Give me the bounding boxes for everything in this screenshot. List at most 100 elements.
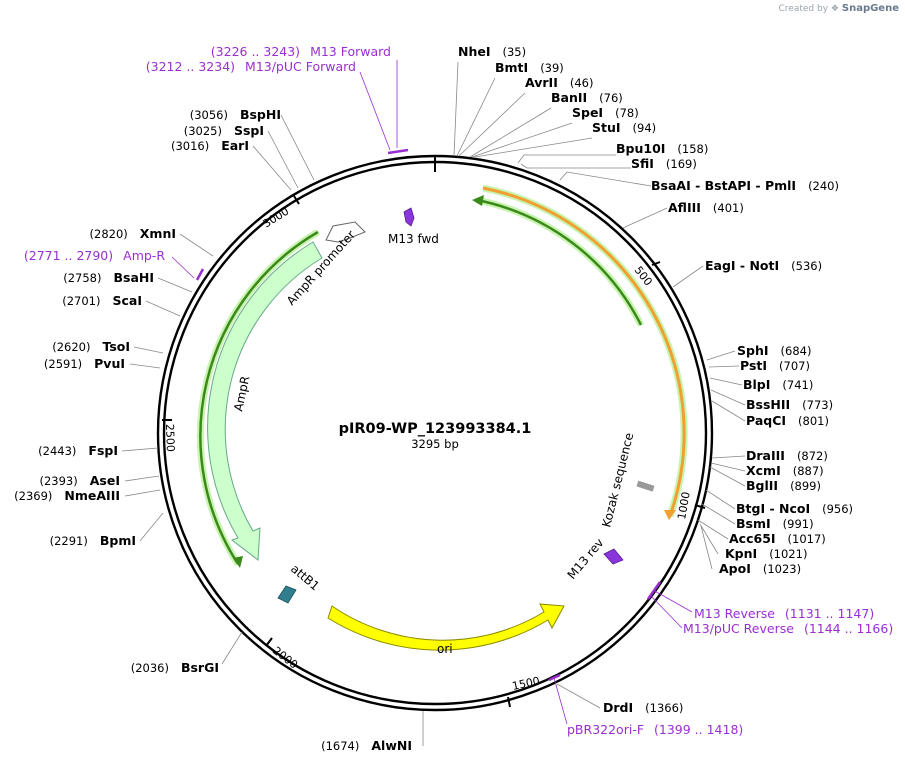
leader-pvui (129, 363, 161, 369)
site-label-kpni: KpnI(1021) (725, 546, 807, 561)
leader-fspi (121, 447, 159, 452)
leader-sspi (267, 130, 299, 189)
leader-lines (121, 61, 746, 746)
site-labels-right: NheI(35) BmtI(39) AvrII(46) BanII(76) Sp… (458, 44, 853, 715)
credit-text: Created by (778, 4, 829, 14)
leader-nhei (453, 61, 459, 157)
primer-leader-m13-puc-forward (359, 71, 391, 151)
site-label-eari: (3016)EarI (171, 138, 249, 153)
ori-feature (327, 603, 565, 651)
site-label-bsphi: (3056)BspHI (190, 107, 281, 122)
site-label-btgi: BtgI - NcoI(956) (736, 501, 853, 516)
feature-label-ori: ori (437, 642, 453, 656)
left-track-arrowhead (233, 556, 243, 568)
leader-bsaai (559, 171, 652, 187)
site-label-drdi: DrdI(1366) (603, 700, 683, 715)
primer-mark-reverse (646, 581, 662, 600)
leader-stui (474, 137, 593, 158)
tick-label-3000: 3000 (261, 205, 292, 231)
leader-bsshii (710, 389, 746, 406)
primer-label-amp-r: (2771 .. 2790)Amp-R (24, 248, 165, 263)
site-label-bsahi: (2758)BsaHI (63, 270, 154, 285)
site-label-bsrgi: (2036)BsrGI (131, 660, 219, 675)
leader-eagi (672, 265, 704, 288)
snapgene-credit: Created by ❖ SnapGene (779, 3, 899, 14)
tick-3000 (293, 195, 300, 205)
leader-draiii (711, 455, 746, 459)
feature-label-m13-fwd: M13 fwd (388, 232, 439, 246)
leader-apoi (700, 525, 713, 570)
leader-avrii (458, 92, 526, 157)
site-label-bglii: BglII(899) (746, 478, 821, 493)
site-label-sfii: SfiI(169) (631, 156, 697, 171)
site-label-bpu10i: Bpu10I(158) (616, 141, 708, 156)
site-label-fspi: (2443)FspI (38, 443, 118, 458)
primer-label-m13-reverse: M13 Reverse(1131 .. 1147) (694, 606, 874, 621)
site-label-avrii: AvrII(46) (525, 75, 593, 90)
kozak-feature (636, 480, 655, 492)
primer-mark-pbr322ori-f (548, 673, 561, 682)
site-label-bsaai: BsaAI - BstAPI - PmlI(240) (651, 178, 839, 193)
leader-sfii (520, 163, 631, 169)
leader-bsmi (701, 503, 736, 525)
ampr-feature (207, 241, 323, 561)
primer-leader-pbr322ori-f (553, 677, 568, 725)
primer-leader-m13-puc-reverse (649, 594, 683, 629)
leader-xcmi (710, 462, 746, 472)
site-label-blpi: BlpI(741) (743, 377, 813, 392)
leader-afliii (622, 207, 668, 229)
site-labels-left: (1674)AlwNI (2036)BsrGI (2291)BpmI (2369… (14, 107, 412, 753)
leader-spei (471, 122, 573, 158)
feature-label-kozak: Kozak sequence (599, 431, 636, 528)
site-label-pvui: (2591)PvuI (44, 356, 125, 371)
leader-bsahi (157, 277, 193, 293)
primer-labels: (3226 .. 3243)M13 Forward (3212 .. 3234)… (24, 44, 893, 737)
site-label-asei: (2393)AseI (40, 473, 121, 488)
leader-blpi (709, 377, 743, 386)
site-label-nhei: NheI(35) (458, 44, 526, 59)
plasmid-name: pIR09-WP_123993384.1 (339, 421, 532, 437)
leader-bsrgi (221, 631, 243, 665)
tick-label-1000: 1000 (675, 491, 693, 521)
site-label-nmeaiii: (2369)NmeAIII (14, 488, 120, 503)
leader-bglii (709, 466, 746, 487)
primer-label-m13-puc-reverse: M13/pUC Reverse(1144 .. 1166) (683, 621, 893, 636)
site-label-eagi: EagI - NotI(536) (705, 258, 822, 273)
green-track (476, 198, 643, 326)
primer-label-m13-forward: (3226 .. 3243)M13 Forward (211, 44, 391, 59)
primer-marks (171, 60, 693, 725)
site-label-apoi: ApoI(1023) (719, 561, 801, 576)
leader-sphi (706, 350, 736, 361)
leader-bpu10i (517, 154, 616, 164)
ampr-promoter-feature (325, 221, 366, 243)
tick-label-2500: 2500 (163, 424, 177, 452)
tick-label-1500: 1500 (511, 674, 541, 693)
leader-nmeaiii (124, 489, 161, 497)
primer-mark-forward (387, 148, 409, 155)
site-label-sphi: SphI(684) (737, 343, 811, 358)
tick-1500 (507, 696, 511, 708)
left-track (199, 230, 319, 565)
tick-500 (651, 261, 661, 266)
leader-banii (469, 107, 552, 158)
site-label-alwni: (1674)AlwNI (321, 738, 412, 753)
site-label-bsmi: BsmI(991) (736, 516, 814, 531)
site-label-sspi: (3025)SspI (184, 123, 264, 138)
plasmid-length: 3295 bp (411, 437, 459, 451)
orange-track (482, 186, 686, 517)
site-label-acc65i: Acc65I(1017) (729, 531, 826, 546)
primer-leader-m13-reverse (652, 589, 693, 613)
credit-brand: SnapGene (841, 3, 899, 14)
primer-label-pbr322ori-f: pBR322ori-F(1399 .. 1418) (567, 722, 743, 737)
leader-bmti (456, 77, 496, 157)
site-label-draiii: DraIII(872) (746, 448, 828, 463)
leader-kpni (699, 523, 719, 555)
orange-track-glow (482, 184, 688, 518)
orange-track-arrowhead (664, 510, 676, 520)
feature-label-ampr: AmpR (231, 375, 252, 413)
leader-asei (124, 475, 160, 482)
site-label-bsshii: BssHII(773) (746, 397, 833, 412)
leader-psti (708, 365, 740, 368)
site-label-stui: StuI(94) (592, 120, 656, 135)
